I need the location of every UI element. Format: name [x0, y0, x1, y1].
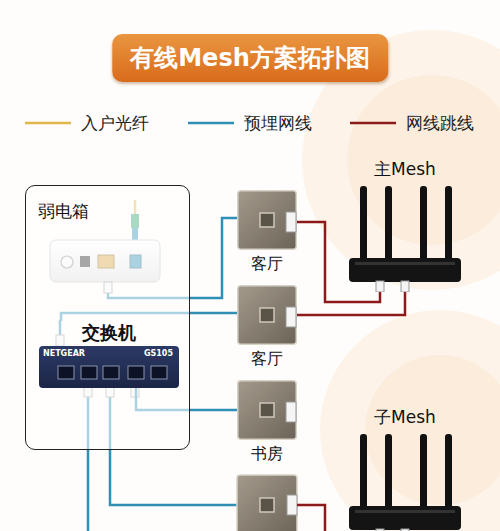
switch-label: 交换机 — [39, 321, 179, 346]
brand-text: NETGEAR — [43, 349, 85, 359]
network-switch: 交换机 NETGEAR GS105 — [39, 321, 179, 388]
legend-swatch — [350, 118, 396, 128]
background-glow — [302, 30, 500, 531]
switch-body: NETGEAR GS105 — [39, 346, 179, 388]
cabinet-box: 弱电箱交换机 NETGEAR GS105 — [25, 185, 190, 450]
legend-item: 预埋网线 — [188, 111, 312, 135]
wall-plate: 客厅 — [237, 285, 297, 373]
brand-text: GS105 — [144, 349, 173, 359]
plate-face — [237, 190, 297, 250]
plate-face — [237, 380, 297, 440]
mesh-router: 子Mesh — [345, 406, 465, 531]
legend-swatch — [25, 118, 71, 128]
patch-cable — [297, 505, 325, 531]
wall-plate — [237, 475, 297, 531]
wall-plate: 书房 — [237, 380, 297, 468]
room-label: 书房 — [235, 444, 299, 464]
cable-connector — [297, 292, 405, 315]
title-banner: 有线Mesh方案拓扑图 — [112, 34, 388, 82]
mesh-router: 主Mesh — [345, 158, 465, 292]
router-label: 主Mesh — [345, 158, 465, 180]
legend-item: 入户光纤 — [25, 111, 149, 135]
router-label: 子Mesh — [345, 406, 465, 428]
plate-face — [237, 285, 297, 345]
legend-item: 网线跳线 — [350, 111, 474, 135]
legend-label: 入户光纤 — [81, 112, 149, 135]
box-heading: 弱电箱 — [38, 200, 189, 223]
room-label: 客厅 — [235, 349, 299, 369]
room-label: 客厅 — [235, 254, 299, 274]
legend-swatch — [188, 118, 234, 128]
legend-label: 预埋网线 — [244, 112, 312, 135]
legend-label: 网线跳线 — [406, 112, 474, 135]
wall-plate: 客厅 — [237, 190, 297, 278]
